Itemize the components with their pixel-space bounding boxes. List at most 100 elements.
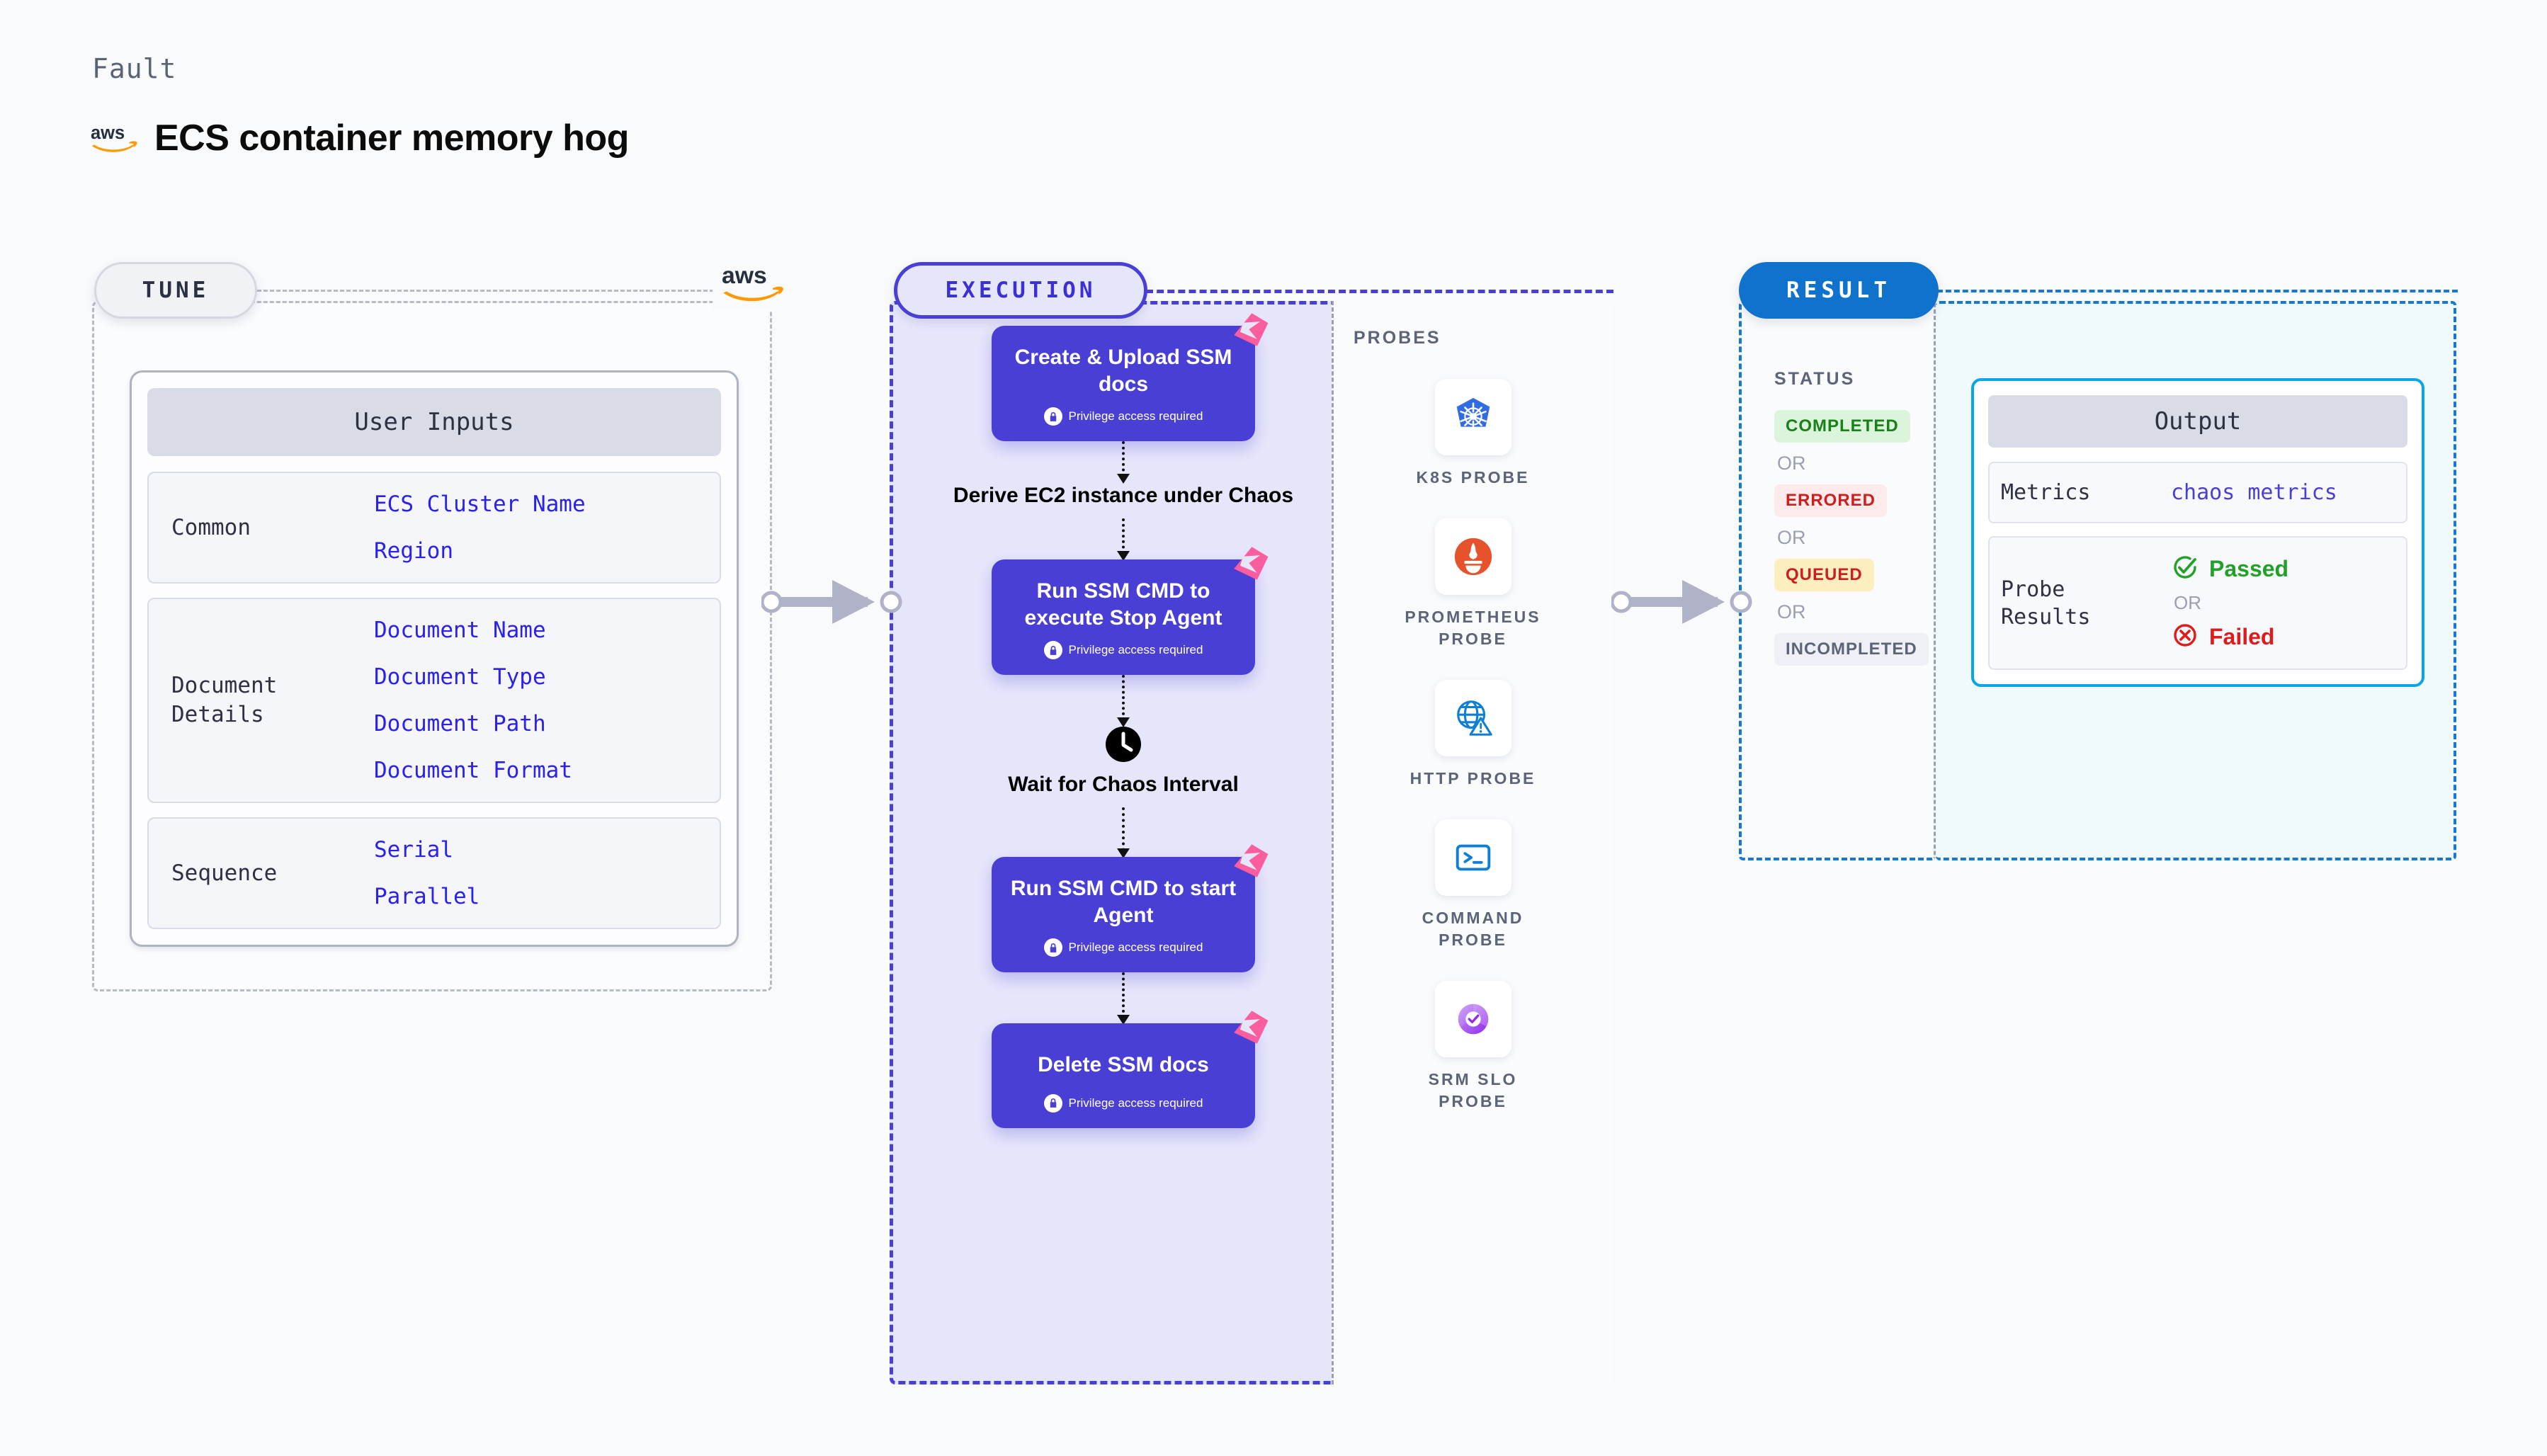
input-group-label: Document Details bbox=[171, 673, 278, 727]
flow-node-title: Derive EC2 instance under Chaos bbox=[953, 484, 1294, 507]
flow-connector bbox=[1117, 518, 1130, 562]
flow-node-title: Run SSM CMD to execute Stop Agent bbox=[1024, 579, 1223, 630]
probe-item-http[interactable]: HTTP PROBE bbox=[1392, 680, 1555, 790]
output-card: Output Metrics chaos metrics Probe Resul… bbox=[1971, 378, 2424, 687]
input-option[interactable]: Document Format bbox=[374, 758, 572, 783]
privilege-note: Privilege access required bbox=[1003, 407, 1244, 426]
probe-item-prometheus[interactable]: PROMETHEUS PROBE bbox=[1392, 518, 1555, 650]
output-row-value[interactable]: chaos metrics bbox=[2171, 480, 2337, 505]
probe-result-failed: Failed bbox=[2171, 621, 2288, 653]
kubernetes-icon bbox=[1434, 379, 1511, 455]
user-inputs-card: User Inputs Common ECS Cluster Name Regi… bbox=[130, 370, 739, 947]
input-option[interactable]: Parallel bbox=[374, 884, 480, 909]
output-row-label: Metrics bbox=[2001, 480, 2091, 505]
ribbon-badge-icon bbox=[1234, 547, 1269, 580]
flow-node-title: Delete SSM docs bbox=[1038, 1053, 1209, 1077]
result-connector-line bbox=[1937, 290, 2458, 292]
flow-node-plain: Derive EC2 instance under Chaos bbox=[953, 482, 1293, 508]
probe-item-command[interactable]: COMMAND PROBE bbox=[1392, 819, 1555, 951]
flow-connector bbox=[1117, 972, 1130, 1025]
input-group-common: Common ECS Cluster Name Region bbox=[147, 472, 721, 584]
flow-node-card[interactable]: Run SSM CMD to execute Stop Agent Privil… bbox=[992, 547, 1269, 676]
flow-node-title: Run SSM CMD to start Agent bbox=[1010, 877, 1237, 927]
or-label: OR bbox=[1777, 453, 1806, 474]
connector-execution-to-result bbox=[1611, 580, 1752, 624]
lock-icon bbox=[1043, 1093, 1062, 1113]
tune-pill[interactable]: TUNE bbox=[94, 262, 257, 319]
privilege-note: Privilege access required bbox=[1003, 938, 1244, 957]
svg-text:aws: aws bbox=[722, 262, 767, 289]
execution-flow: Create & Upload SSM docs Privilege acces… bbox=[914, 313, 1332, 1128]
user-inputs-title: User Inputs bbox=[147, 388, 721, 456]
probes-label: PROBES bbox=[1354, 328, 1441, 348]
flow-connector bbox=[1117, 807, 1130, 859]
status-list: COMPLETED OR ERRORED OR QUEUED OR INCOMP… bbox=[1774, 410, 1929, 666]
probe-list: K8S PROBE PROMETHEUS PROBE bbox=[1334, 379, 1612, 1113]
x-circle-icon bbox=[2171, 621, 2199, 653]
clock-icon bbox=[1008, 726, 1239, 763]
input-option[interactable]: Document Type bbox=[374, 664, 546, 690]
probe-label: SRM SLO PROBE bbox=[1428, 1070, 1518, 1111]
page-title: ECS container memory hog bbox=[154, 118, 629, 159]
ribbon-badge-icon bbox=[1234, 313, 1269, 346]
input-option[interactable]: Document Name bbox=[374, 618, 546, 643]
or-label: OR bbox=[2174, 592, 2201, 613]
result-pill[interactable]: RESULT bbox=[1739, 262, 1939, 319]
ribbon-badge-icon bbox=[1234, 844, 1269, 878]
page-kicker: Fault bbox=[92, 53, 177, 84]
terminal-icon bbox=[1434, 819, 1511, 897]
result-output-region: Output Metrics chaos metrics Probe Resul… bbox=[1936, 301, 2456, 860]
input-option[interactable]: Document Path bbox=[374, 711, 546, 736]
status-badge-queued: QUEUED bbox=[1774, 559, 1874, 591]
prometheus-icon bbox=[1434, 518, 1511, 596]
privilege-text: Privilege access required bbox=[1068, 1096, 1203, 1110]
status-badge-incompleted: INCOMPLETED bbox=[1774, 633, 1929, 666]
probe-result-passed-label: Passed bbox=[2209, 556, 2289, 581]
input-option[interactable]: Serial bbox=[374, 837, 453, 863]
flow-node-card[interactable]: Create & Upload SSM docs Privilege acces… bbox=[992, 313, 1269, 441]
http-globe-icon bbox=[1434, 680, 1511, 757]
probe-item-k8s[interactable]: K8S PROBE bbox=[1392, 379, 1555, 489]
privilege-text: Privilege access required bbox=[1068, 409, 1203, 423]
input-group-sequence: Sequence Serial Parallel bbox=[147, 817, 721, 929]
input-option[interactable]: Region bbox=[374, 538, 453, 564]
status-badge-errored: ERRORED bbox=[1774, 484, 1888, 517]
probes-region: PROBES bbox=[1332, 301, 1612, 1384]
probe-label: K8S PROBE bbox=[1416, 468, 1530, 487]
lock-icon bbox=[1043, 641, 1062, 660]
flow-connector bbox=[1117, 675, 1130, 728]
svg-text:aws: aws bbox=[91, 123, 125, 143]
page-title-row: aws ECS container memory hog bbox=[91, 117, 629, 159]
probe-label: COMMAND PROBE bbox=[1422, 909, 1524, 950]
aws-logo-icon: aws bbox=[91, 122, 139, 154]
execution-pill[interactable]: EXECUTION bbox=[894, 262, 1147, 319]
input-group-document-details: Document Details Document Name Document … bbox=[147, 598, 721, 803]
output-row-probe-results: Probe Results Passed OR bbox=[1988, 536, 2407, 670]
flow-node-card[interactable]: Delete SSM docs Privilege access require… bbox=[992, 1011, 1269, 1128]
status-badge-completed: COMPLETED bbox=[1774, 410, 1910, 443]
lock-icon bbox=[1043, 407, 1062, 426]
privilege-note: Privilege access required bbox=[1003, 641, 1244, 660]
input-option[interactable]: ECS Cluster Name bbox=[374, 491, 586, 517]
tune-aws-logo-icon: aws bbox=[713, 255, 794, 310]
tune-region: User Inputs Common ECS Cluster Name Regi… bbox=[92, 301, 772, 991]
execution-connector-line bbox=[1146, 290, 1613, 293]
probe-label: HTTP PROBE bbox=[1409, 769, 1536, 788]
or-label: OR bbox=[1777, 601, 1806, 622]
tune-connector-line bbox=[257, 290, 714, 292]
privilege-text: Privilege access required bbox=[1068, 643, 1203, 657]
flow-node-card[interactable]: Run SSM CMD to start Agent Privilege acc… bbox=[992, 844, 1269, 973]
privilege-note: Privilege access required bbox=[1003, 1093, 1244, 1113]
flow-node-title: Create & Upload SSM docs bbox=[1014, 346, 1232, 396]
output-row-metrics: Metrics chaos metrics bbox=[1988, 462, 2407, 523]
lock-icon bbox=[1043, 938, 1062, 957]
probe-result-passed: Passed bbox=[2171, 553, 2288, 585]
flow-node-plain: Wait for Chaos Interval bbox=[1008, 726, 1239, 797]
connector-tune-to-execution bbox=[761, 580, 902, 624]
output-row-label: Probe Results bbox=[2001, 576, 2091, 630]
srm-slo-icon bbox=[1434, 981, 1511, 1058]
status-label: STATUS bbox=[1774, 369, 1856, 389]
flow-node-title: Wait for Chaos Interval bbox=[1008, 773, 1239, 797]
probe-item-srm-slo[interactable]: SRM SLO PROBE bbox=[1392, 981, 1555, 1113]
ribbon-badge-icon bbox=[1234, 1011, 1269, 1045]
